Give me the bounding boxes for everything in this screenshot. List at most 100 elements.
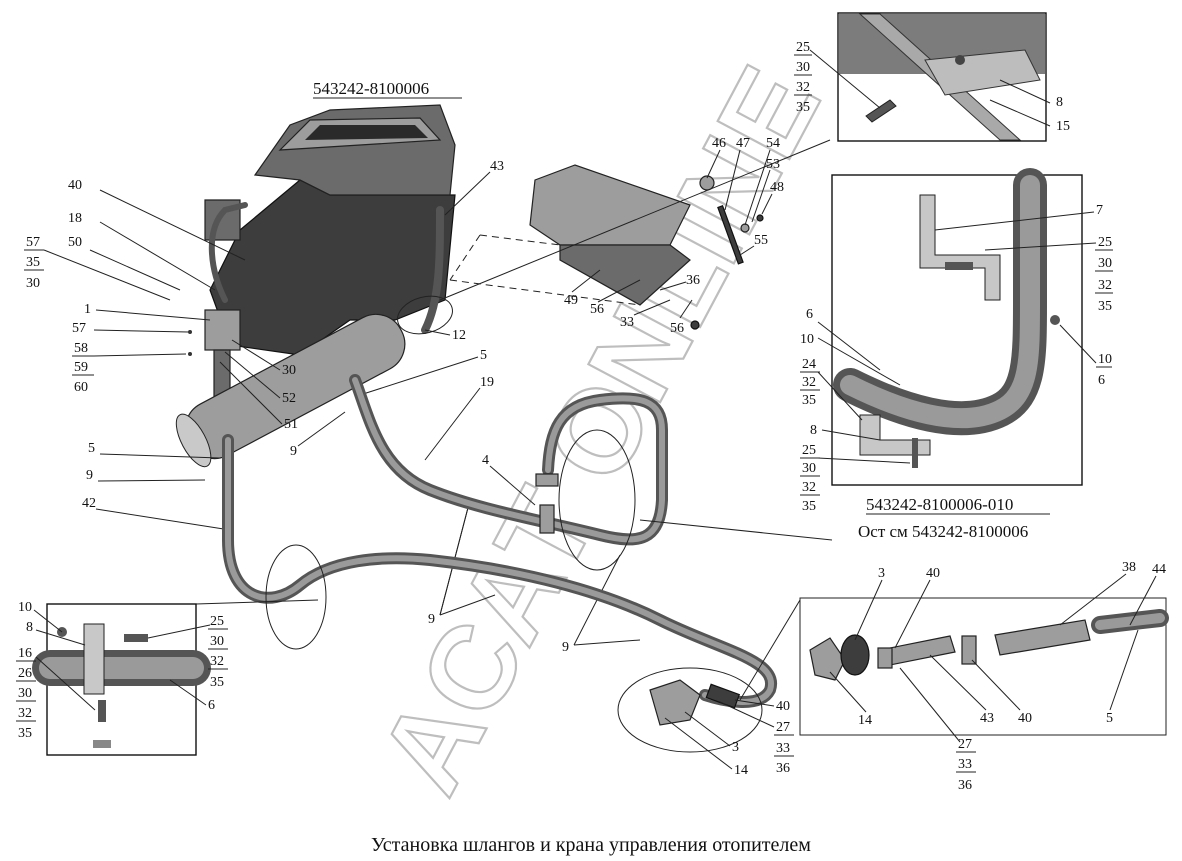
right-inset-code: 543242-8100006-010 <box>866 495 1013 514</box>
control-rod <box>717 205 744 265</box>
heater-tap-detail: 40 27 33 36 3 14 <box>649 679 794 778</box>
callout: 14 <box>858 713 872 728</box>
cylinder-pipe <box>175 313 406 468</box>
callout: 36 <box>776 761 790 776</box>
heater-outlet-hose <box>421 206 444 334</box>
callout: 27 <box>776 720 790 735</box>
clamp-40b <box>961 635 977 665</box>
detail-circle-tap <box>617 667 763 753</box>
callout: 16 <box>18 646 32 661</box>
right-inset-bracket-top <box>919 194 1001 301</box>
callout: 32 <box>210 654 224 669</box>
callout: 33 <box>776 741 790 756</box>
valve-38 <box>994 619 1091 656</box>
detail-circle-right <box>558 429 636 571</box>
callout: 56 <box>590 302 604 317</box>
callout: 47 <box>736 136 750 151</box>
callout: 30 <box>210 634 224 649</box>
callout: 54 <box>766 136 780 151</box>
top-right-inset: 25 30 32 35 8 15 <box>794 12 1070 142</box>
callout: 32 <box>18 706 32 721</box>
flange-body-3 <box>840 634 870 676</box>
callout: 6 <box>1098 373 1105 388</box>
exploded-inset: 3 40 38 44 14 43 40 5 27 33 36 <box>799 560 1169 793</box>
callout: 33 <box>620 315 634 330</box>
washer-53 <box>740 223 750 233</box>
callout: 40 <box>1018 711 1032 726</box>
hose-clamp-4 <box>535 473 559 487</box>
cylinder-end <box>175 413 212 468</box>
callout: 48 <box>770 180 784 195</box>
callout: 46 <box>712 136 726 151</box>
callout: 25 <box>802 443 816 458</box>
heater-unit <box>204 104 456 401</box>
exploded-frame <box>799 597 1167 736</box>
left-inset-stud <box>98 700 106 722</box>
right-inset-nut <box>1050 315 1060 325</box>
callout: 35 <box>210 675 224 690</box>
callout: 58 <box>74 341 88 356</box>
callout: 50 <box>68 235 82 250</box>
callout: 5 <box>1106 711 1113 726</box>
top-inset-hole <box>955 55 965 65</box>
nut-56 <box>690 320 700 330</box>
callout: 32 <box>802 480 816 495</box>
callout: 32 <box>802 375 816 390</box>
callout: 15 <box>1056 119 1070 134</box>
callout: 9 <box>86 468 93 483</box>
left-inset-bracket <box>83 623 105 695</box>
right-inset-note: Ост см 543242-8100006 <box>858 522 1028 541</box>
callout: 35 <box>18 726 32 741</box>
top-inset-bolt <box>865 99 897 123</box>
callout: 7 <box>1096 203 1103 218</box>
right-inset: 7 25 30 32 35 6 10 24 32 35 8 25 30 32 3… <box>800 168 1113 541</box>
callout: 6 <box>806 307 813 322</box>
callout: 32 <box>796 80 810 95</box>
callout: 26 <box>18 666 32 681</box>
callout: 35 <box>1098 299 1112 314</box>
nut-46 <box>699 175 715 191</box>
callout: 5 <box>480 348 487 363</box>
callout: 57 <box>26 235 40 250</box>
callout: 33 <box>958 757 972 772</box>
screw-48 <box>756 214 764 222</box>
callout: 30 <box>796 60 810 75</box>
callout: 30 <box>282 363 296 378</box>
callout: 10 <box>800 332 814 347</box>
callout: 10 <box>1098 352 1112 367</box>
callout: 25 <box>796 40 810 55</box>
callout: 35 <box>802 499 816 514</box>
callout: 42 <box>82 496 96 511</box>
control-valve <box>204 309 241 351</box>
callout: 5 <box>88 441 95 456</box>
callout: 30 <box>802 461 816 476</box>
right-inset-bolt <box>945 262 973 270</box>
callout: 60 <box>74 380 88 395</box>
callout: 8 <box>26 620 33 635</box>
callout: 44 <box>1152 562 1166 577</box>
figure-caption: Установка шлангов и крана управления ото… <box>371 834 811 856</box>
callout: 43 <box>980 711 994 726</box>
top-inset-bracket <box>924 49 1041 96</box>
panel-plate <box>559 244 691 306</box>
callout: 59 <box>74 360 88 375</box>
callout: 35 <box>802 393 816 408</box>
left-inset-bolt <box>124 634 148 642</box>
callout: 43 <box>490 159 504 174</box>
callout: 40 <box>68 178 82 193</box>
callout: 32 <box>1098 278 1112 293</box>
callout: 10 <box>18 600 32 615</box>
callout: 36 <box>958 778 972 793</box>
callout: 1 <box>84 302 91 317</box>
callout: 40 <box>926 566 940 581</box>
callout: 25 <box>1098 235 1112 250</box>
callout: 30 <box>18 686 32 701</box>
callout: 35 <box>796 100 810 115</box>
callout: 36 <box>686 273 700 288</box>
detail-circle-left <box>265 544 327 650</box>
callout: 12 <box>452 328 466 343</box>
heater-grille-slot <box>305 125 428 140</box>
callout: 30 <box>26 276 40 291</box>
callout: 19 <box>480 375 494 390</box>
hose-coupling <box>539 504 555 534</box>
